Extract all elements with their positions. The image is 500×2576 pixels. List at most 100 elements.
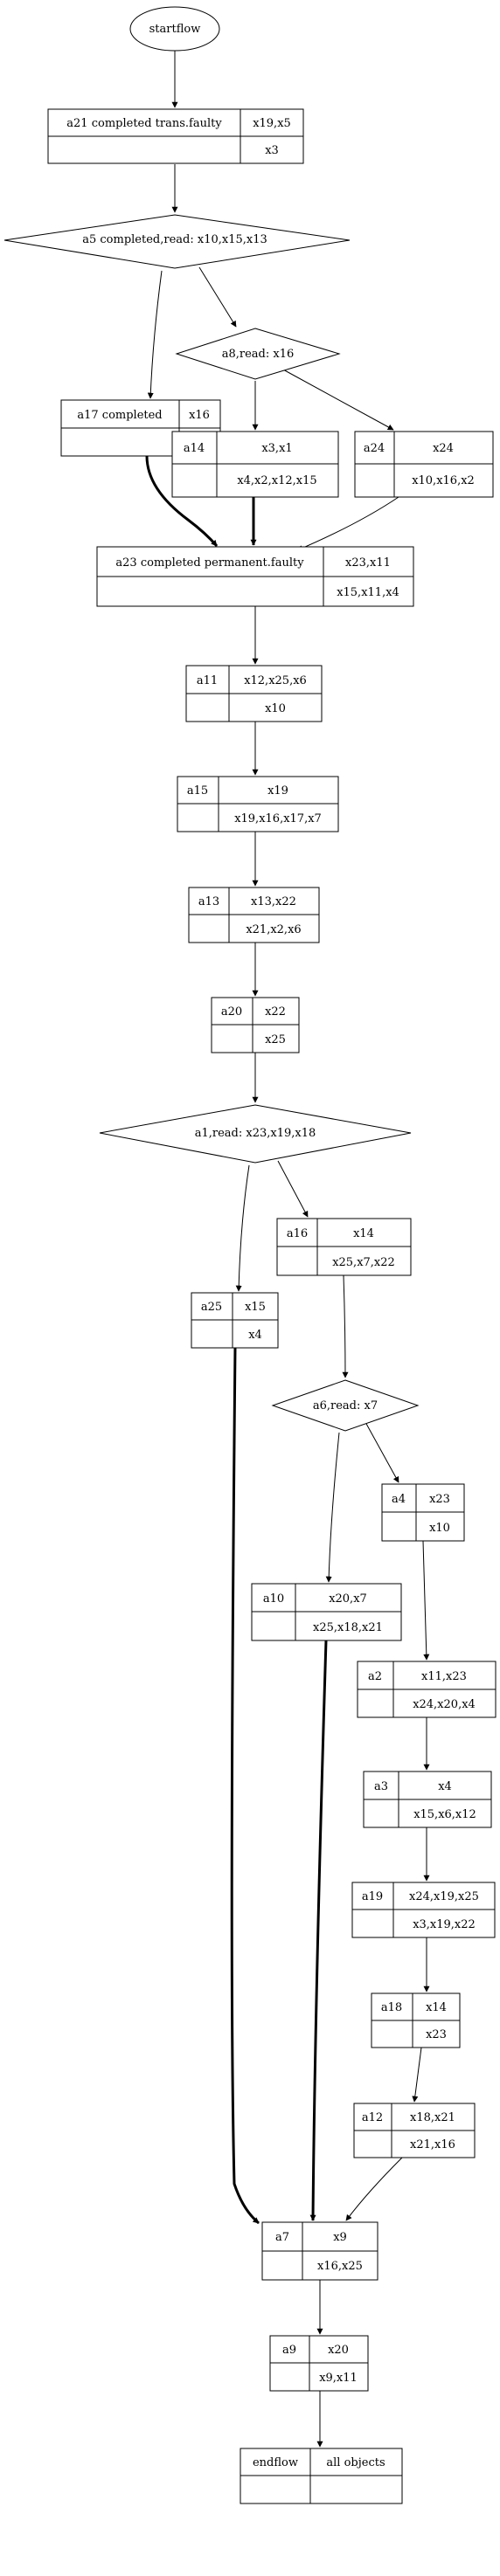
box-a2-name: a2 xyxy=(368,1670,382,1683)
box-a25-bottom: x4 xyxy=(248,1329,262,1342)
decision-a8: a8,read: x16 xyxy=(175,328,341,380)
box-a17-top: x16 xyxy=(189,409,210,422)
box-a25: a25 x15 x4 xyxy=(191,1292,279,1349)
box-a23-top: x23,x11 xyxy=(345,556,391,570)
edge-a6-a10 xyxy=(325,1432,340,1583)
box-a21-bottom: x3 xyxy=(265,144,279,157)
box-a17-name: a17 completed xyxy=(77,409,162,422)
start-label: startflow xyxy=(149,23,201,36)
box-a9-top: x20 xyxy=(328,2344,349,2357)
box-a20-name: a20 xyxy=(221,1005,242,1019)
box-a23-name: a23 completed permanent.faulty xyxy=(115,556,304,570)
box-a23: a23 completed permanent.faulty x23,x11 x… xyxy=(96,546,414,607)
box-a15-bottom: x19,x16,x17,x7 xyxy=(234,812,322,825)
box-a4-top: x23 xyxy=(429,1493,450,1506)
box-a3-top: x4 xyxy=(438,1780,452,1793)
box-a14-bottom: x4,x2,x12,x15 xyxy=(237,474,316,487)
box-a9: a9 x20 x9,x11 xyxy=(269,2335,369,2392)
box-a16: a16 x14 x25,x7,x22 xyxy=(276,1218,412,1276)
edge-a24-a23 xyxy=(296,496,399,551)
box-a4-name: a4 xyxy=(392,1493,406,1506)
box-a19-name: a19 xyxy=(362,1890,383,1903)
box-a4-bottom: x10 xyxy=(429,1522,450,1535)
edge-a10-a7 xyxy=(309,1640,328,2221)
box-a18: a18 x14 x23 xyxy=(371,1992,461,2048)
box-a18-top: x14 xyxy=(426,2001,447,2014)
box-a19-bottom: x3,x19,x22 xyxy=(413,1918,476,1931)
box-a13-name: a13 xyxy=(198,895,219,908)
box-a24: a24 x24 x10,x16,x2 xyxy=(354,431,494,498)
edge-a1-a16 xyxy=(277,1160,309,1218)
box-a10-top: x20,x7 xyxy=(329,1592,367,1606)
box-endflow: endflow all objects xyxy=(240,2448,403,2504)
box-a11-bottom: x10 xyxy=(265,702,286,715)
box-a2-top: x11,x23 xyxy=(421,1670,467,1683)
box-a9-bottom: x9,x11 xyxy=(319,2372,358,2385)
box-a25-top: x15 xyxy=(245,1301,266,1314)
edge-a16-a6 xyxy=(342,1274,349,1378)
box-a21-top: x19,x5 xyxy=(253,117,291,130)
edge-a18-a12 xyxy=(412,2047,422,2103)
decision-a5-label: a5 completed,read: x10,x15,x13 xyxy=(82,233,267,246)
box-a13-top: x13,x22 xyxy=(251,895,296,908)
box-a18-name: a18 xyxy=(381,2001,402,2014)
box-a10-name: a10 xyxy=(263,1592,284,1606)
box-a7-bottom: x16,x25 xyxy=(317,2260,363,2273)
box-a24-bottom: x10,x16,x2 xyxy=(412,474,475,487)
box-a24-name: a24 xyxy=(364,442,385,455)
box-a16-bottom: x25,x7,x22 xyxy=(332,1256,395,1269)
box-a15-name: a15 xyxy=(187,784,208,798)
decision-a6: a6,read: x7 xyxy=(271,1379,420,1432)
box-a12-name: a12 xyxy=(362,2111,383,2124)
box-a13-bottom: x21,x2,x6 xyxy=(246,923,301,936)
edge-a5-a17 xyxy=(147,270,163,399)
box-a10-bottom: x25,x18,x21 xyxy=(313,1621,383,1634)
box-a4: a4 x23 x10 xyxy=(381,1483,465,1542)
box-a14: a14 x3,x1 x4,x2,x12,x15 xyxy=(171,431,339,498)
box-a7: a7 x9 x16,x25 xyxy=(261,2221,378,2281)
edges xyxy=(145,51,430,2448)
edge-a25-a7 xyxy=(230,1347,260,2225)
box-a13: a13 x13,x22 x21,x2,x6 xyxy=(188,887,320,943)
box-a12-top: x18,x21 xyxy=(410,2111,455,2124)
edge-a8-a24 xyxy=(281,368,394,431)
box-a19: a19 x24,x19,x25 x3,x19,x22 xyxy=(351,1882,496,1938)
box-a15-top: x19 xyxy=(267,784,288,798)
box-a14-top: x3,x1 xyxy=(261,442,292,455)
box-a11: a11 x12,x25,x6 x10 xyxy=(185,665,323,722)
box-a23-bottom: x15,x11,x4 xyxy=(337,586,399,599)
edge-a1-a25 xyxy=(235,1164,250,1292)
edge-a4-a2 xyxy=(422,1540,430,1661)
box-a7-name: a7 xyxy=(275,2231,289,2244)
box-a7-top: x9 xyxy=(333,2231,347,2244)
box-a2-bottom: x24,x20,x4 xyxy=(413,1698,476,1711)
box-a3-name: a3 xyxy=(374,1780,388,1793)
box-endflow-name: endflow xyxy=(253,2456,298,2469)
box-a16-name: a16 xyxy=(287,1227,308,1240)
box-a15: a15 x19 x19,x16,x17,x7 xyxy=(177,776,339,832)
box-a16-top: x14 xyxy=(353,1227,374,1240)
box-a17: a17 completed x16 x23 xyxy=(60,399,221,457)
decision-a1: a1,read: x23,x19,x18 xyxy=(99,1104,412,1164)
box-a20-bottom: x25 xyxy=(265,1033,286,1046)
box-endflow-top: all objects xyxy=(326,2456,385,2469)
start-node: startflow xyxy=(129,6,220,52)
edge-a5-a8 xyxy=(198,266,237,328)
edge-a12-a7 xyxy=(345,2157,403,2221)
box-a2: a2 x11,x23 x24,x20,x4 xyxy=(357,1661,497,1718)
box-a24-top: x24 xyxy=(433,442,454,455)
edge-a6-a4 xyxy=(365,1421,399,1483)
box-a25-name: a25 xyxy=(201,1301,222,1314)
box-a18-bottom: x23 xyxy=(426,2028,447,2041)
edge-a17-a23[interactable] xyxy=(145,455,219,547)
decision-a5: a5 completed,read: x10,x15,x13 xyxy=(3,214,351,269)
box-a12: a12 x18,x21 x21,x16 xyxy=(353,2103,476,2158)
box-a11-name: a11 xyxy=(197,674,218,687)
box-a20-top: x22 xyxy=(265,1005,286,1019)
decision-a8-label: a8,read: x16 xyxy=(222,348,295,361)
box-a10: a10 x20,x7 x25,x18,x21 xyxy=(251,1583,402,1641)
box-a21: a21 completed trans.faulty x19,x5 x3 xyxy=(47,108,304,164)
decision-a6-label: a6,read: x7 xyxy=(313,1399,378,1412)
